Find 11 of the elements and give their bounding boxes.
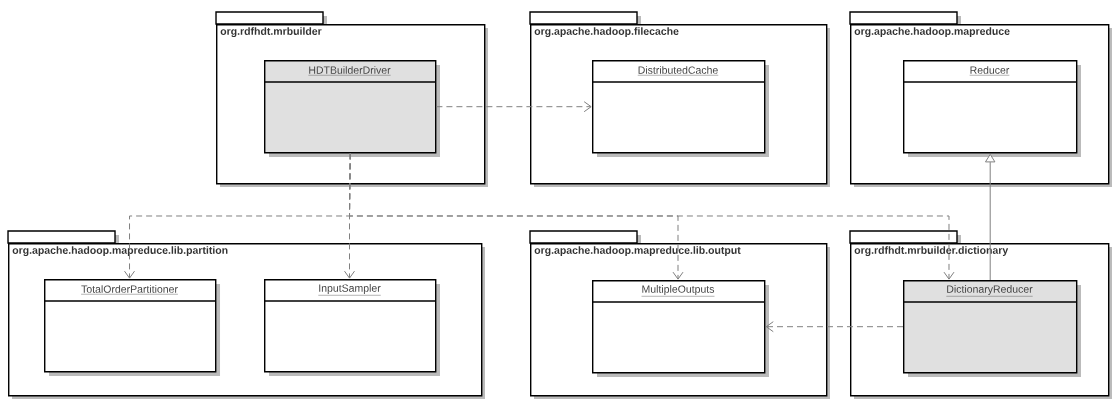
class-box: TotalOrderPartitioner (43, 279, 220, 376)
class-box: MultipleOutputs (591, 280, 769, 377)
dependency-arrow (435, 101, 592, 113)
class-box: InputSampler (263, 279, 440, 376)
class-box: HDTBuilderDriver (263, 60, 440, 157)
class-box: Reducer (902, 60, 1081, 157)
generalization-arrow (984, 153, 996, 281)
dependency-arrow (349, 152, 955, 280)
class-box: DistributedCache (591, 60, 769, 157)
dependency-arrow (765, 321, 904, 333)
class-box: DictionaryReducer (902, 280, 1081, 377)
